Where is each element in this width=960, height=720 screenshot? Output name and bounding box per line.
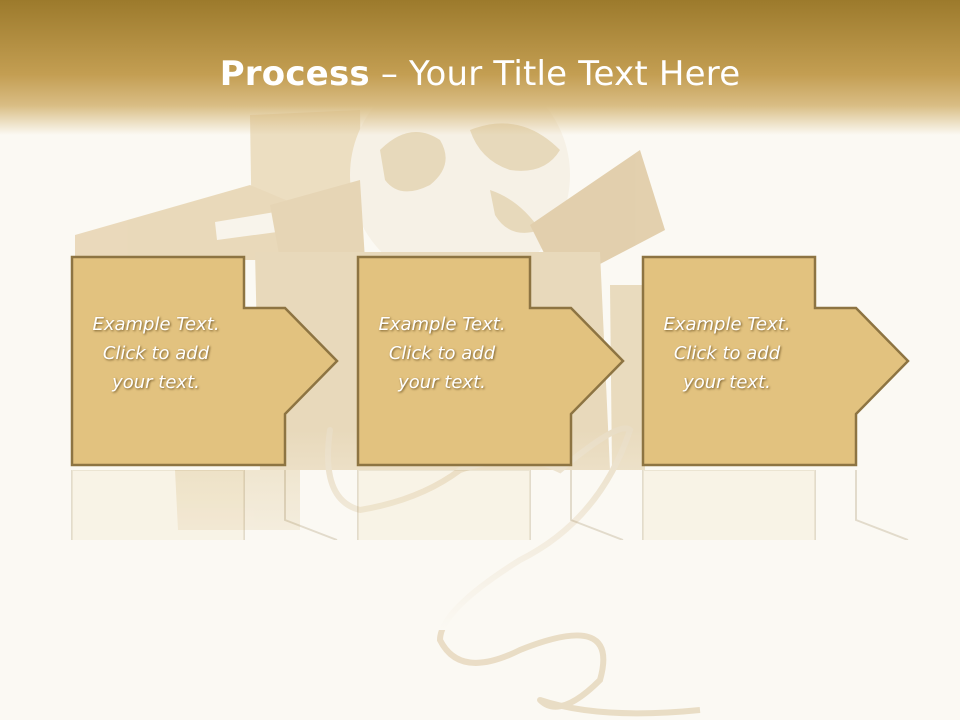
step-line: your text. (112, 372, 200, 393)
process-step-1[interactable]: Example Text. Click to add your text. (70, 255, 430, 470)
step-line: Example Text. (378, 314, 506, 335)
step-text[interactable]: Example Text. Click to add your text. (641, 310, 813, 397)
box-arrow-shape (641, 255, 910, 467)
step-text[interactable]: Example Text. Click to add your text. (70, 310, 242, 397)
step-line: Example Text. (92, 314, 220, 335)
title-text: – Your Title Text Here (369, 54, 741, 94)
step-text[interactable]: Example Text. Click to add your text. (356, 310, 528, 397)
step-line: Click to add (388, 343, 496, 364)
title-band (0, 0, 960, 135)
process-step-2[interactable]: Example Text. Click to add your text. (356, 255, 716, 470)
step-line: your text. (683, 372, 771, 393)
title-emphasis: Process (219, 54, 370, 94)
step-reflection (641, 470, 960, 540)
step-reflection (70, 470, 430, 540)
step-line: Click to add (673, 343, 781, 364)
process-step-3[interactable]: Example Text. Click to add your text. (641, 255, 960, 470)
box-arrow-shape (70, 255, 339, 467)
step-line: Example Text. (663, 314, 791, 335)
step-line: Click to add (102, 343, 210, 364)
slide-title[interactable]: Process – Your Title Text Here (0, 52, 960, 96)
step-line: your text. (398, 372, 486, 393)
step-reflection (356, 470, 716, 540)
box-arrow-shape (356, 255, 625, 467)
